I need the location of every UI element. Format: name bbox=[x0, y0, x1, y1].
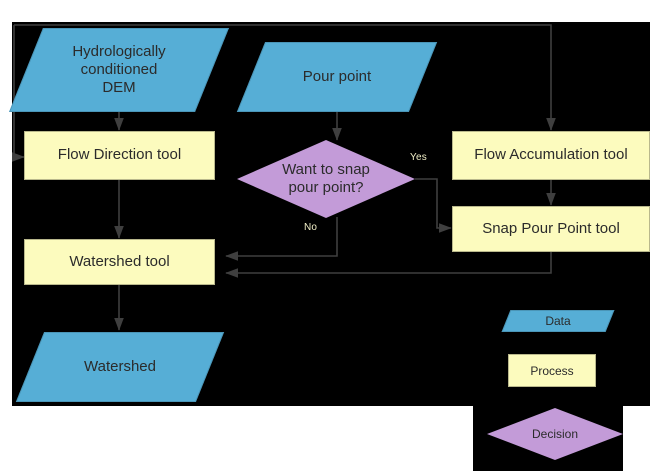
node-decision-want-to-snap-pour-point[interactable]: Want to snap pour point? bbox=[237, 140, 415, 218]
node-snap-pour-point-tool[interactable]: Snap Pour Point tool bbox=[452, 206, 650, 252]
node-label: Watershed bbox=[84, 357, 156, 375]
node-watershed-tool[interactable]: Watershed tool bbox=[24, 239, 215, 285]
legend-label-decision: Decision bbox=[531, 427, 579, 441]
legend-label-data: Data bbox=[545, 314, 571, 328]
node-label: Flow Accumulation tool bbox=[474, 146, 628, 164]
legend-label-process: Process bbox=[530, 363, 574, 378]
legend-item-data: Data bbox=[501, 310, 615, 332]
node-flow-accumulation-tool[interactable]: Flow Accumulation tool bbox=[452, 131, 650, 180]
node-label: Want to snap pour point? bbox=[282, 160, 370, 196]
edge-label-yes: Yes bbox=[410, 152, 427, 163]
node-label: Hydrologically conditioned DEM bbox=[72, 42, 166, 97]
node-flow-direction-tool[interactable]: Flow Direction tool bbox=[24, 131, 215, 180]
node-pour-point[interactable]: Pour point bbox=[236, 42, 438, 112]
node-label: Watershed tool bbox=[69, 252, 170, 270]
node-label: Flow Direction tool bbox=[57, 146, 182, 164]
node-hydrologically-conditioned-dem[interactable]: Hydrologically conditioned DEM bbox=[9, 28, 229, 112]
legend-item-decision: Decision bbox=[487, 408, 623, 460]
edge-label-no: No bbox=[304, 222, 318, 233]
node-watershed[interactable]: Watershed bbox=[15, 332, 225, 402]
legend-item-process: Process bbox=[508, 354, 596, 387]
node-label: Pour point bbox=[302, 67, 372, 85]
node-label: Snap Pour Point tool bbox=[482, 219, 620, 237]
